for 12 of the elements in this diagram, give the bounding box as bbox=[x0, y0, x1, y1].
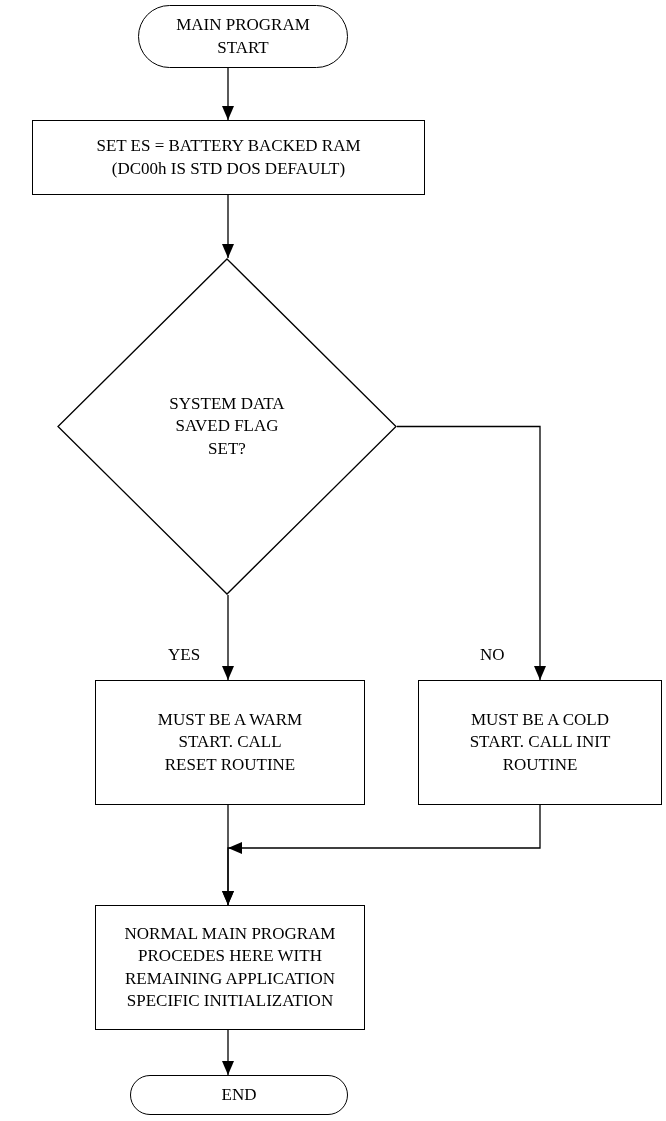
node-text: MAIN PROGRAM START bbox=[175, 14, 311, 59]
process-box bbox=[418, 680, 662, 805]
node-text: MUST BE A WARM START. CALL RESET ROUTINE bbox=[156, 709, 304, 776]
process-box bbox=[32, 120, 425, 195]
process-box bbox=[95, 905, 365, 1030]
node-text: SYSTEM DATA SAVED FLAG SET? bbox=[169, 393, 285, 460]
node-text: SET ES = BATTERY BACKED RAM (DC00h IS STD DOS DEFAULT) bbox=[95, 135, 362, 180]
terminal-shape bbox=[130, 1075, 348, 1115]
node-text: END bbox=[221, 1083, 257, 1106]
process-box bbox=[95, 680, 365, 805]
node-text: NORMAL MAIN PROGRAM PROCEDES HERE WITH REMAINING APPLICATION SPECIFIC INITIALIZATION bbox=[123, 923, 337, 1012]
node-text: MUST BE A COLD START. CALL INIT ROUTINE bbox=[469, 709, 611, 776]
